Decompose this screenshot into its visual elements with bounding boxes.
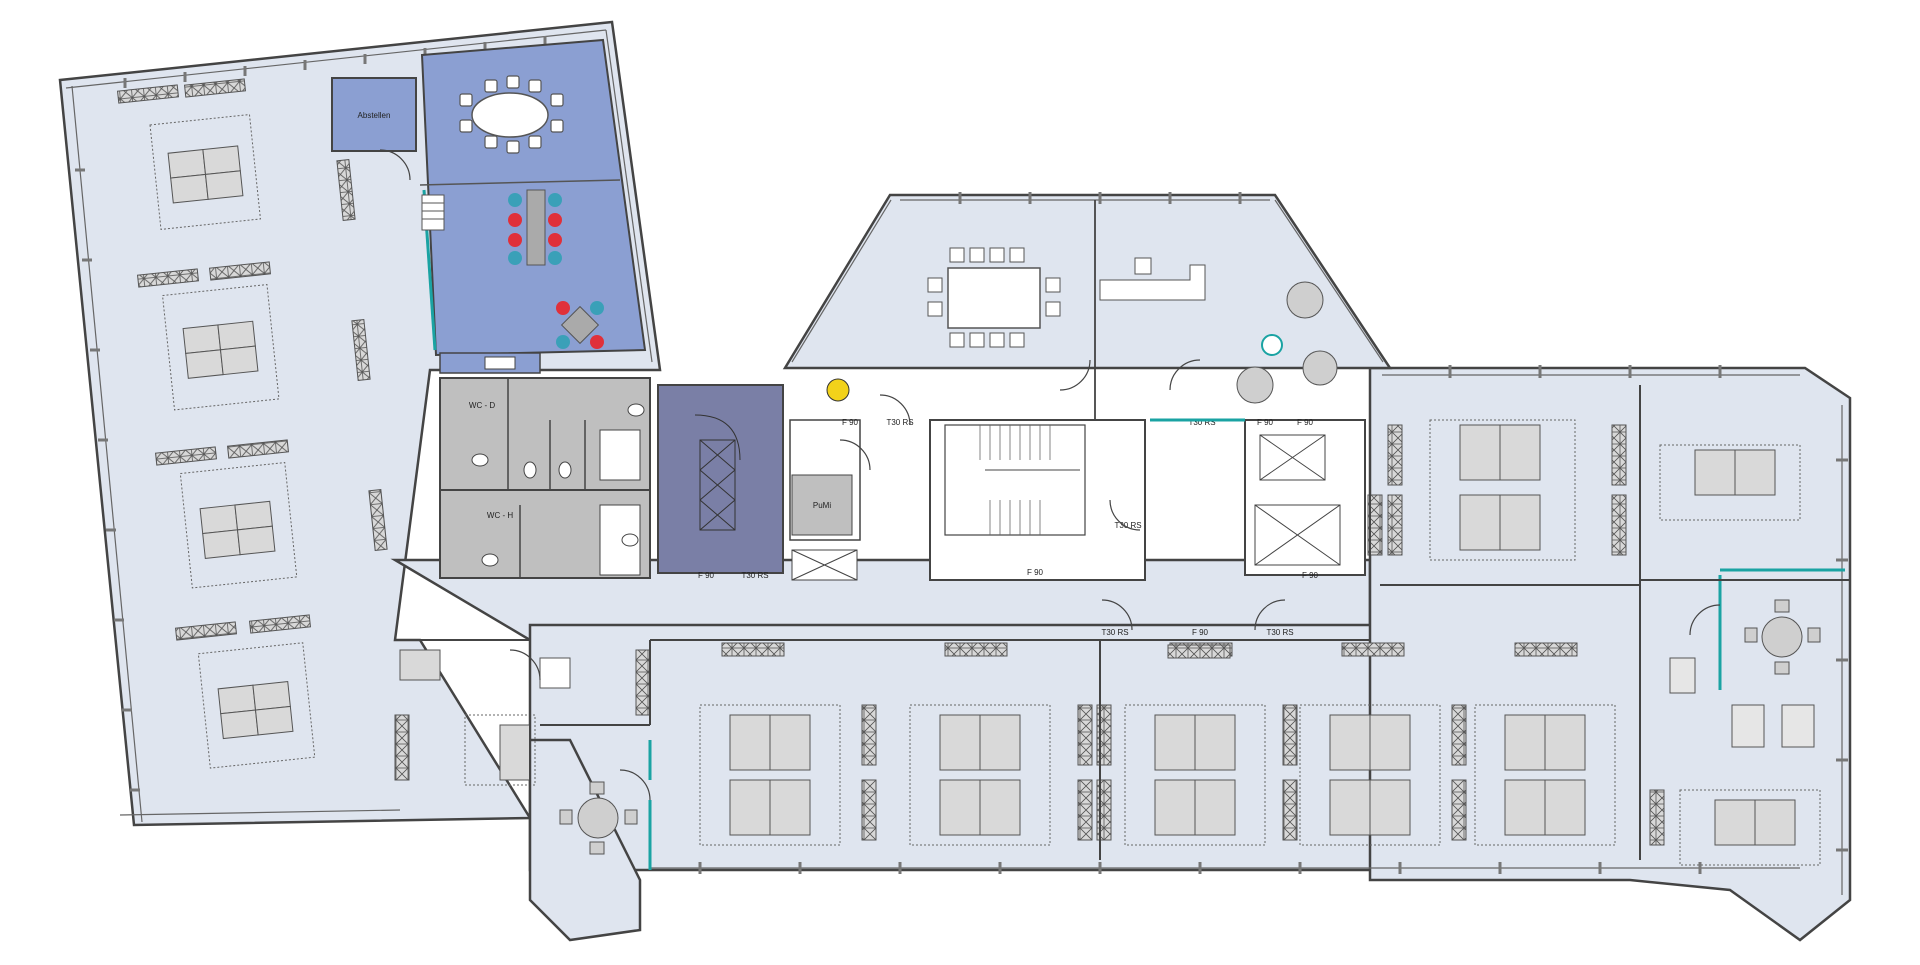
wc-women-label: WC - D xyxy=(469,401,495,410)
plant-icon xyxy=(826,378,850,402)
wc-men-label: WC - H xyxy=(487,511,513,520)
storage-cabinets xyxy=(116,78,1665,846)
core-fire-door-label: F 90 xyxy=(1027,568,1044,577)
window-mullions xyxy=(75,36,1848,874)
round-tables xyxy=(559,599,1821,855)
wc-block: WC - D WC - H xyxy=(439,377,651,579)
elevators xyxy=(1244,419,1366,576)
lounge-chairs xyxy=(1669,657,1815,748)
pumi-label: PuMi xyxy=(813,501,831,510)
coffee-logo-icon xyxy=(1261,334,1283,356)
pumi-room: PuMi xyxy=(789,419,861,581)
door-swings xyxy=(379,149,1721,801)
meeting-table-small xyxy=(556,301,604,349)
door-labels: F 90 T30 RS F 90 T30 RS T30 RS F 90 F 90… xyxy=(698,418,1319,637)
storage-room: Abstellen xyxy=(331,77,417,152)
top-center-wing xyxy=(782,193,1393,370)
meeting-table-long xyxy=(508,189,562,266)
reception-desk xyxy=(1099,257,1206,301)
window-frames xyxy=(65,29,1843,895)
door-label-f90-b: F 90 xyxy=(842,418,859,427)
meeting-room-divider xyxy=(419,179,621,186)
door-label-t30-e: T30 RS xyxy=(1266,628,1293,637)
door-label-t30-c: T30 RS xyxy=(1188,418,1215,427)
oval-conference-table xyxy=(459,75,564,154)
bottom-left-lobe xyxy=(528,738,642,942)
door-label-f90-e: F 90 xyxy=(1302,571,1319,580)
door-label-t30-d: T30 RS xyxy=(1101,628,1128,637)
door-label-t30-a: T30 RS xyxy=(741,571,768,580)
door-label-f90-c: F 90 xyxy=(1257,418,1274,427)
desk-clusters xyxy=(149,113,1821,866)
storage-room-label: Abstellen xyxy=(358,111,391,120)
lounge-seats xyxy=(1236,281,1338,404)
glass-segments xyxy=(648,418,1845,870)
core-smoke-door-label: T30 RS xyxy=(1114,521,1141,530)
service-shaft xyxy=(657,384,784,574)
staircase-core: F 90 T30 RS xyxy=(929,419,1146,581)
top-conference-table xyxy=(927,247,1061,348)
internal-walls xyxy=(395,385,1850,860)
door-label-t30-b: T30 RS xyxy=(886,418,913,427)
kitchenette xyxy=(439,352,541,374)
door-label-f90-d: F 90 xyxy=(1297,418,1314,427)
door-label-f90-f: F 90 xyxy=(1192,628,1209,637)
stair-steps xyxy=(421,194,445,231)
door-label-f90-a: F 90 xyxy=(698,571,715,580)
